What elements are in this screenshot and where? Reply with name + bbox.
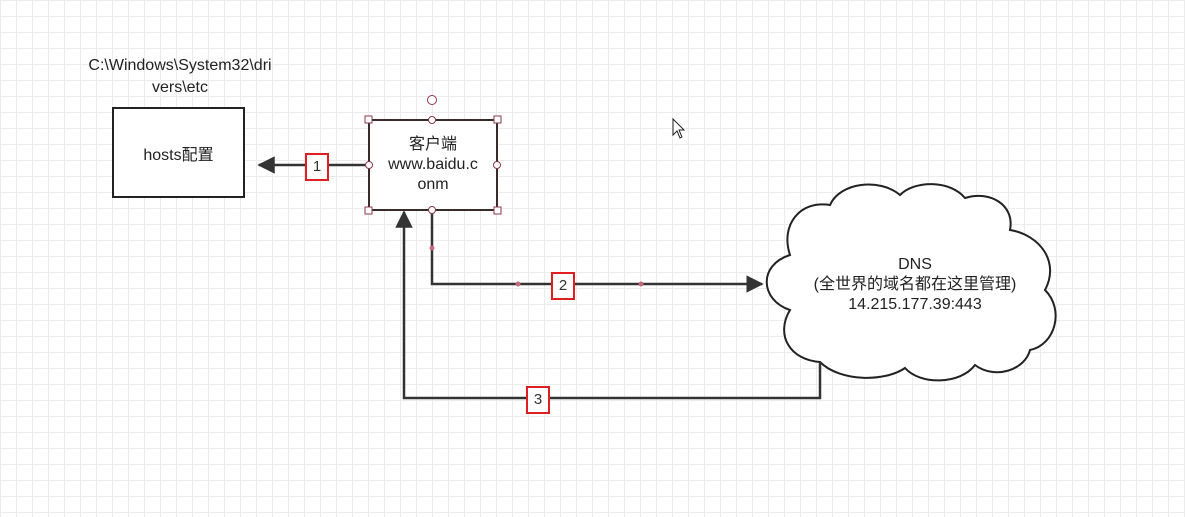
resize-handle[interactable] xyxy=(493,206,502,215)
connection-point[interactable] xyxy=(428,116,436,124)
hosts-path-line2: vers\etc xyxy=(151,79,208,96)
client-box-text: 客户端 www.baidu.c onm xyxy=(369,120,497,210)
hosts-box-text: hosts配置 xyxy=(113,108,244,197)
connection-point[interactable] xyxy=(493,161,501,169)
resize-handle[interactable] xyxy=(364,206,373,215)
step-2-label[interactable]: 2 xyxy=(551,272,575,300)
dns-cloud-text: DNS (全世界的域名都在这里管理) 14.215.177.39:443 xyxy=(780,255,1050,315)
dns-address: 14.215.177.39:443 xyxy=(848,296,982,313)
step-3-label[interactable]: 3 xyxy=(526,386,550,414)
client-url-line2: onm xyxy=(417,176,449,193)
dns-title: DNS xyxy=(898,256,932,273)
hosts-box-label: hosts配置 xyxy=(143,146,214,164)
connection-point[interactable] xyxy=(428,206,436,214)
cursor-icon xyxy=(672,117,686,139)
connection-point[interactable] xyxy=(365,161,373,169)
resize-handle[interactable] xyxy=(493,115,502,124)
connector-waypoint[interactable] xyxy=(638,281,644,287)
selection-handles[interactable] xyxy=(364,95,502,215)
connector-3[interactable] xyxy=(395,210,822,400)
connector-waypoint[interactable] xyxy=(515,281,521,287)
connector-2[interactable] xyxy=(430,210,764,293)
rotate-handle[interactable] xyxy=(427,95,437,105)
hosts-box[interactable] xyxy=(112,107,245,198)
step-1-label[interactable]: 1 xyxy=(305,153,329,181)
client-label: 客户端 xyxy=(408,136,457,153)
dns-cloud[interactable] xyxy=(765,183,1057,382)
connector-waypoint[interactable] xyxy=(429,245,435,251)
client-box[interactable] xyxy=(368,119,498,211)
resize-handle[interactable] xyxy=(364,115,373,124)
hosts-path-line1: C:\Windows\System32\dri xyxy=(88,57,272,74)
hosts-path-label: C:\Windows\System32\dri vers\etc xyxy=(60,55,300,99)
client-url-line1: www.baidu.c xyxy=(388,156,478,173)
dns-description: (全世界的域名都在这里管理) xyxy=(813,276,1017,293)
